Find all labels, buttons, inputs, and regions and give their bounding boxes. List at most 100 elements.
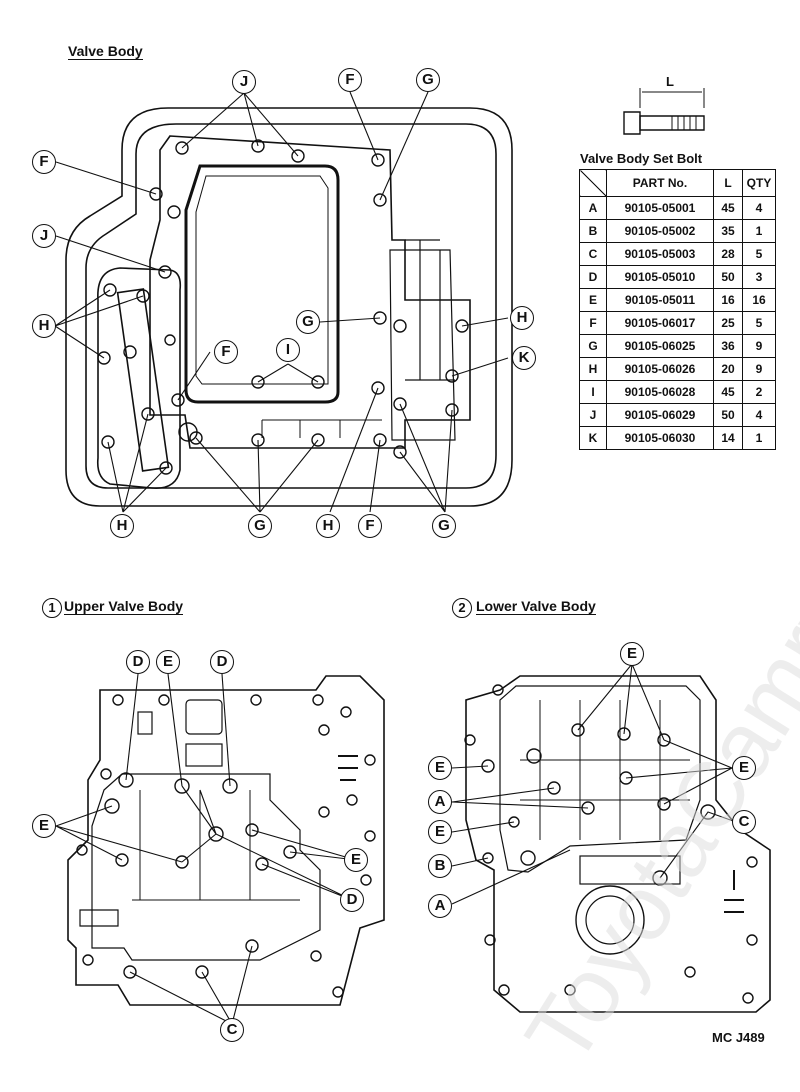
bolt-code: H bbox=[579, 357, 607, 381]
bolt-length: 50 bbox=[713, 265, 743, 289]
lower-valve-body-inner bbox=[499, 685, 701, 873]
bolt-length: 25 bbox=[713, 311, 743, 335]
bolt-illustration bbox=[623, 88, 705, 135]
bolt-code: A bbox=[579, 196, 607, 220]
bolt-code: G bbox=[579, 334, 607, 358]
upper-callout-label: E bbox=[32, 814, 56, 838]
upper-callout-label: D bbox=[210, 650, 234, 674]
top-callout-label: H bbox=[110, 514, 134, 538]
watermark: ToyotaCamry bbox=[506, 568, 800, 1082]
bolt-length: 45 bbox=[713, 196, 743, 220]
top-callout-label: J bbox=[232, 70, 256, 94]
valve-body-plate bbox=[149, 135, 471, 449]
bolt-part-number: 90105-05011 bbox=[606, 288, 714, 312]
accumulator-housing bbox=[96, 267, 182, 489]
bolt-code: J bbox=[579, 403, 607, 427]
bolt-part-number: 90105-06025 bbox=[606, 334, 714, 358]
bolt-part-number: 90105-06028 bbox=[606, 380, 714, 404]
bolt-table-corner bbox=[579, 169, 607, 197]
bolt-qty: 1 bbox=[742, 426, 776, 450]
top-callout-label: G bbox=[416, 68, 440, 92]
top-leader-lines bbox=[54, 91, 509, 513]
top-callout-label: J bbox=[32, 224, 56, 248]
bolt-length: 36 bbox=[713, 334, 743, 358]
lower-valve-body-outline bbox=[465, 675, 771, 1013]
top-callout-label: G bbox=[248, 514, 272, 538]
top-callout-label: G bbox=[296, 310, 320, 334]
bolt-part-number: 90105-05003 bbox=[606, 242, 714, 266]
bolt-qty: 4 bbox=[742, 196, 776, 220]
top-bolt-holes bbox=[97, 139, 469, 475]
top-callout-label: H bbox=[510, 306, 534, 330]
bolt-length: 16 bbox=[713, 288, 743, 312]
bolt-header-length: L bbox=[713, 169, 743, 197]
upper-callout-label: E bbox=[344, 848, 368, 872]
bolt-qty: 16 bbox=[742, 288, 776, 312]
lower-callout-label: E bbox=[428, 756, 452, 780]
bolt-qty: 1 bbox=[742, 219, 776, 243]
bolt-qty: 2 bbox=[742, 380, 776, 404]
bolt-code: B bbox=[579, 219, 607, 243]
upper-callout-label: E bbox=[156, 650, 180, 674]
lower-valve-body-title: Lower Valve Body bbox=[476, 598, 596, 615]
figure-code: MC J489 bbox=[712, 1030, 765, 1045]
lower-valve-body-number: 2 bbox=[452, 598, 472, 618]
upper-valve-body-outline bbox=[67, 675, 385, 1006]
bolt-code: F bbox=[579, 311, 607, 335]
bolt-header-qty: QTY bbox=[742, 169, 776, 197]
bolt-length: 50 bbox=[713, 403, 743, 427]
bolt-code: K bbox=[579, 426, 607, 450]
bolt-part-number: 90105-05002 bbox=[606, 219, 714, 243]
valve-body-side-cover bbox=[389, 249, 456, 441]
bolt-part-number: 90105-06017 bbox=[606, 311, 714, 335]
bolt-code: D bbox=[579, 265, 607, 289]
valve-body-inner-case bbox=[85, 123, 497, 489]
bolt-part-number: 90105-06030 bbox=[606, 426, 714, 450]
top-callout-label: H bbox=[316, 514, 340, 538]
bolt-part-number: 90105-06029 bbox=[606, 403, 714, 427]
lower-callout-label: A bbox=[428, 894, 452, 918]
lower-callout-label: B bbox=[428, 854, 452, 878]
bolt-qty: 5 bbox=[742, 311, 776, 335]
accumulator-sleeve bbox=[116, 288, 170, 472]
upper-callout-label: C bbox=[220, 1018, 244, 1042]
lower-callout-label: E bbox=[620, 642, 644, 666]
bolt-part-number: 90105-06026 bbox=[606, 357, 714, 381]
bolt-length: 20 bbox=[713, 357, 743, 381]
lower-callout-label: C bbox=[732, 810, 756, 834]
top-callout-label: F bbox=[338, 68, 362, 92]
lower-callout-label: E bbox=[732, 756, 756, 780]
top-callout-label: G bbox=[432, 514, 456, 538]
upper-callout-label: D bbox=[126, 650, 150, 674]
top-callout-label: F bbox=[32, 150, 56, 174]
bolt-length-label: L bbox=[666, 74, 674, 89]
bolt-qty: 4 bbox=[742, 403, 776, 427]
valve-body-title: Valve Body bbox=[68, 43, 143, 60]
bolt-length: 28 bbox=[713, 242, 743, 266]
valve-body-window bbox=[184, 164, 340, 404]
upper-valve-body-title: Upper Valve Body bbox=[64, 598, 184, 615]
top-callout-label: F bbox=[214, 340, 238, 364]
bolt-table-header: PART No. L QTY bbox=[579, 169, 776, 197]
bolt-part-number: 90105-05010 bbox=[606, 265, 714, 289]
bolt-code: I bbox=[579, 380, 607, 404]
bolt-length: 35 bbox=[713, 219, 743, 243]
bolt-length: 14 bbox=[713, 426, 743, 450]
bolt-code: E bbox=[579, 288, 607, 312]
lower-callout-label: E bbox=[428, 820, 452, 844]
bolt-length: 45 bbox=[713, 380, 743, 404]
top-callout-label: K bbox=[512, 346, 536, 370]
lower-leader-lines bbox=[451, 663, 737, 905]
valve-body-outer-case bbox=[65, 107, 513, 507]
bolt-part-number: 90105-05001 bbox=[606, 196, 714, 220]
upper-valve-body-number: 1 bbox=[42, 598, 62, 618]
bolt-header-part: PART No. bbox=[606, 169, 714, 197]
